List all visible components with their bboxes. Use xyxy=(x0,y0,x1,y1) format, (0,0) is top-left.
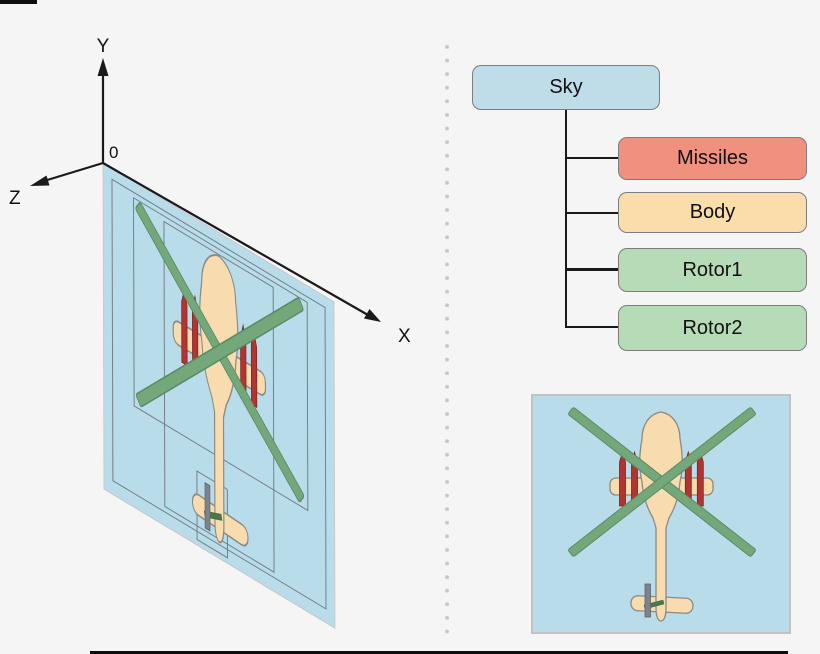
tree-node-rotor2-label: Rotor2 xyxy=(682,316,743,339)
tree-node-missiles-label: Missiles xyxy=(676,147,749,169)
origin-label: 0 xyxy=(109,143,118,162)
tree-node-missiles: Missiles xyxy=(618,137,807,180)
tree-branch-line xyxy=(566,211,618,214)
x-axis xyxy=(102,162,369,316)
tree-node-sky: Sky xyxy=(472,65,660,110)
dotted-divider-line xyxy=(445,40,449,640)
bounding-box-sky xyxy=(112,179,326,609)
y-axis-label: Y xyxy=(97,36,110,57)
tree-trunk-line xyxy=(564,110,567,328)
tree-branch-line xyxy=(566,268,618,271)
z-axis-arrow-icon xyxy=(30,175,50,186)
bottom-artifact-line xyxy=(90,651,788,654)
tree-branch-line xyxy=(566,325,618,328)
tree-node-sky-label: Sky xyxy=(549,76,583,98)
tree-node-body-label: Body xyxy=(689,201,736,223)
tree-branch-line xyxy=(566,156,618,159)
sky-square-preview xyxy=(531,394,791,634)
y-axis-arrow-icon xyxy=(97,58,109,76)
tree-node-rotor1: Rotor1 xyxy=(618,248,807,292)
z-axis-label: Z xyxy=(9,188,21,209)
scene-plane-3d xyxy=(102,162,336,629)
tree-node-rotor2: Rotor2 xyxy=(618,305,807,351)
coordinate-axes: Y 0 Z X xyxy=(9,36,411,347)
x-axis-arrow-icon xyxy=(364,309,381,322)
tree-node-rotor1-label: Rotor1 xyxy=(682,258,743,281)
tree-node-body: Body xyxy=(618,192,807,233)
top-left-artifact-bar xyxy=(0,0,37,4)
x-axis-label: X xyxy=(398,326,411,347)
z-axis xyxy=(43,161,104,183)
